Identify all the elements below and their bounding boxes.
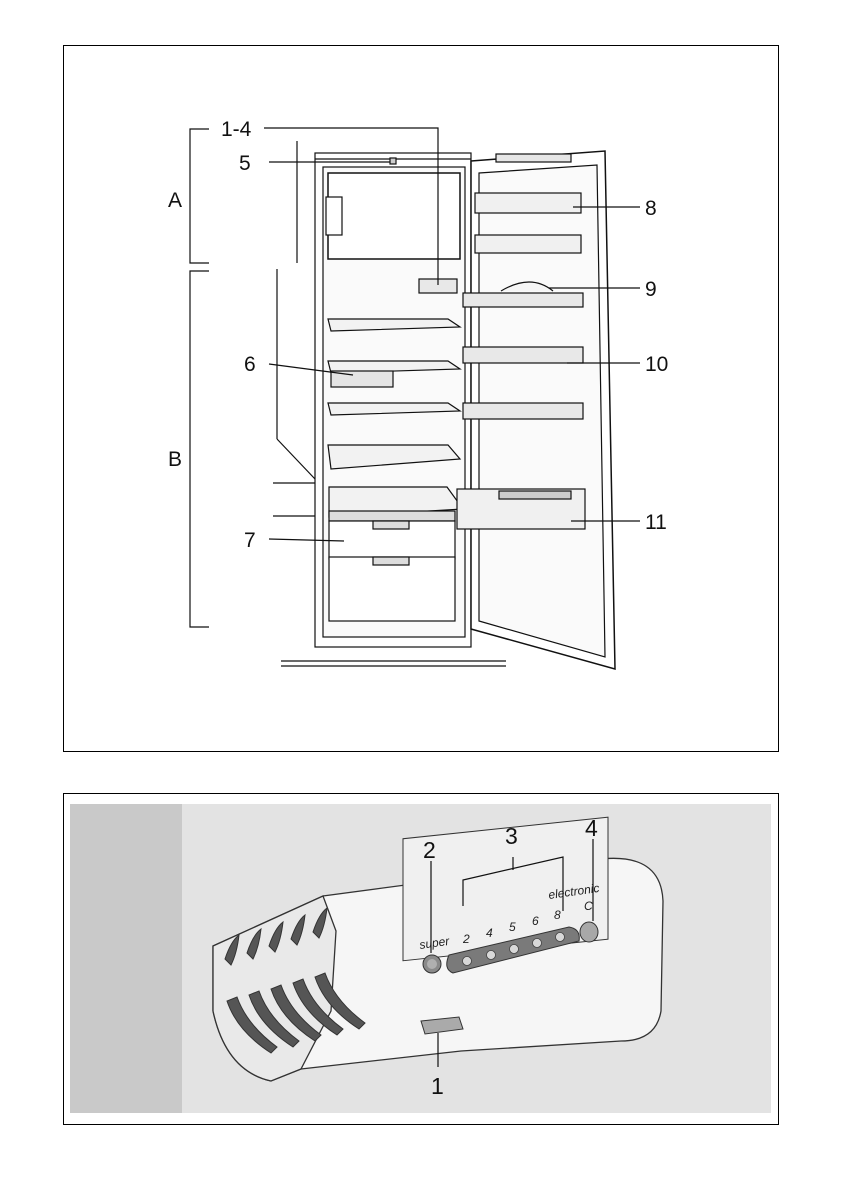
c-button[interactable] <box>580 922 598 942</box>
door-compartment <box>475 193 581 213</box>
led-6 <box>533 939 542 948</box>
vegetable-drawers <box>329 487 463 621</box>
door-shelf-bottles <box>463 293 583 307</box>
zone-a-label: A <box>168 189 182 212</box>
refrigerator-figure: 1-4 5 A B 6 7 8 9 10 11 <box>63 45 779 752</box>
scale-8: 8 <box>554 908 561 922</box>
led-5 <box>510 945 519 954</box>
callout-1-4: 1-4 <box>221 118 252 141</box>
scale-4: 4 <box>486 926 493 940</box>
scale-2: 2 <box>462 932 470 946</box>
panel-callout-3: 3 <box>505 823 518 849</box>
c-button-label: C <box>584 899 593 913</box>
callout-11: 11 <box>645 511 667 534</box>
refrigerator-drawing: 1-4 5 A B 6 7 8 9 10 11 <box>64 46 780 753</box>
zone-b-label: B <box>168 448 182 471</box>
panel-callout-4: 4 <box>585 815 598 841</box>
led-8 <box>556 933 565 942</box>
control-panel-drawing: super electronic 2 4 5 6 8 C 1 2 3 4 <box>64 794 780 1126</box>
panel-callout-1: 1 <box>431 1073 444 1099</box>
callout-6: 6 <box>244 353 256 376</box>
callout-10: 10 <box>645 353 668 376</box>
led-4 <box>487 951 496 960</box>
callout-7: 7 <box>244 529 256 552</box>
callout-9: 9 <box>645 278 657 301</box>
wall-side <box>70 804 182 1113</box>
scale-5: 5 <box>509 920 516 934</box>
callout-5: 5 <box>239 152 251 175</box>
zone-brackets <box>190 129 209 627</box>
scale-6: 6 <box>532 914 539 928</box>
callout-8: 8 <box>645 197 657 220</box>
fridge-door <box>457 151 615 669</box>
panel-callout-2: 2 <box>423 837 436 863</box>
led-2 <box>463 957 472 966</box>
control-panel-figure: super electronic 2 4 5 6 8 C 1 2 3 4 <box>63 793 779 1125</box>
